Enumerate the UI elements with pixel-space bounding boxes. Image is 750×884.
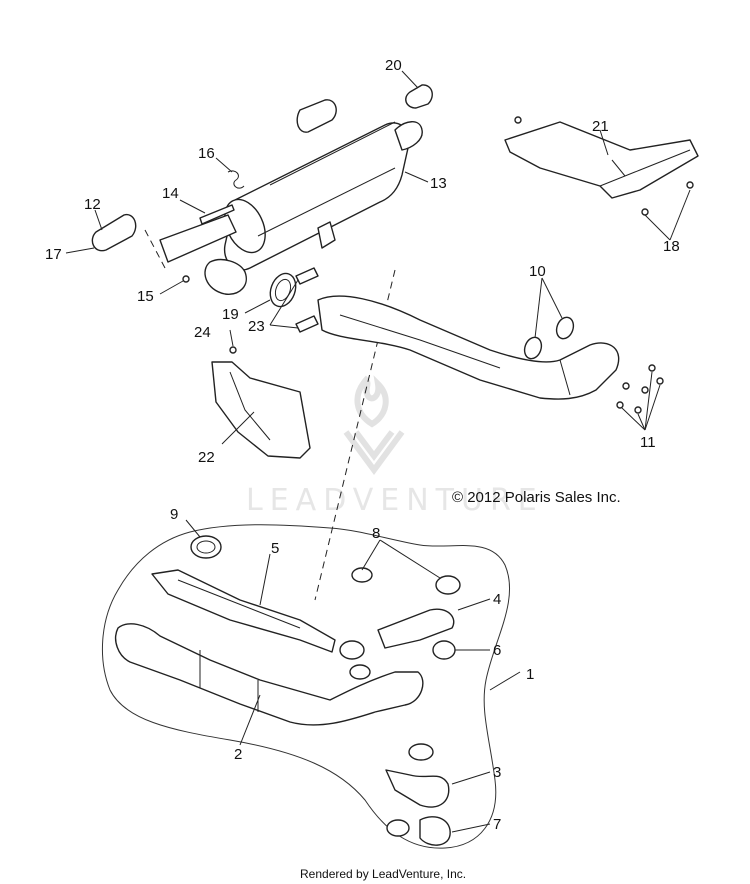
spark-arrestor [91,213,137,252]
copyright-text: © 2012 Polaris Sales Inc. [452,489,621,506]
clamp-lower [408,743,434,761]
callout-5: 5 [271,540,279,557]
leader-lines [65,70,691,833]
callout-17: 17 [45,246,62,263]
callout-19: 19 [222,306,239,323]
spring [227,170,245,189]
gaskets-10 [523,316,575,360]
heat-shield-upper [504,116,699,216]
callout-22: 22 [198,449,215,466]
elbow-3 [385,769,450,808]
clamps-8 [339,567,461,680]
head-pipe-2 [114,623,424,726]
callout-11: 11 [640,434,656,451]
screw [182,275,190,283]
footer-text: Rendered by LeadVenture, Inc. [300,867,466,881]
watermark-text: LEADVENTURE [246,483,544,518]
callout-2: 2 [234,746,242,763]
tailpipe-insert [296,99,337,133]
flame-logo-icon [343,375,405,476]
clamp-6 [432,640,456,660]
muffler [159,121,423,295]
callout-20: 20 [385,57,402,74]
callout-14: 14 [162,185,179,202]
kit-outline [102,524,510,849]
clamp-9 [190,535,222,559]
elbow-4 [377,608,455,649]
callout-18: 18 [663,238,680,255]
assembly-centerline [314,269,396,601]
callout-16: 16 [198,145,215,162]
callout-1: 1 [526,666,534,683]
callout-24: 24 [194,324,211,341]
callout-12: 12 [84,196,101,213]
callout-7: 7 [493,816,501,833]
callout-21: 21 [592,118,609,135]
grommet [405,84,433,109]
bolt [199,204,235,225]
mount-centerline [144,229,166,269]
gasket-19 [269,272,297,308]
callout-numbers: 20 21 16 13 14 12 17 18 15 10 19 23 24 1… [45,57,680,833]
spring-clips-23 [295,267,319,333]
bolts-11 [616,364,664,414]
leadventure-watermark: LEADVENTURE [246,375,544,518]
head-pipe-5 [151,569,336,653]
callout-10: 10 [529,263,546,280]
heat-shield-lower [211,346,311,459]
callout-13: 13 [430,175,447,192]
callout-9: 9 [170,506,178,523]
clamp-7 [386,816,451,846]
callout-8: 8 [372,525,380,542]
callout-23: 23 [248,318,265,335]
callout-15: 15 [137,288,154,305]
callout-4: 4 [493,591,501,608]
callout-3: 3 [493,764,501,781]
head-pipe-upper [317,295,620,400]
callout-6: 6 [493,642,501,659]
